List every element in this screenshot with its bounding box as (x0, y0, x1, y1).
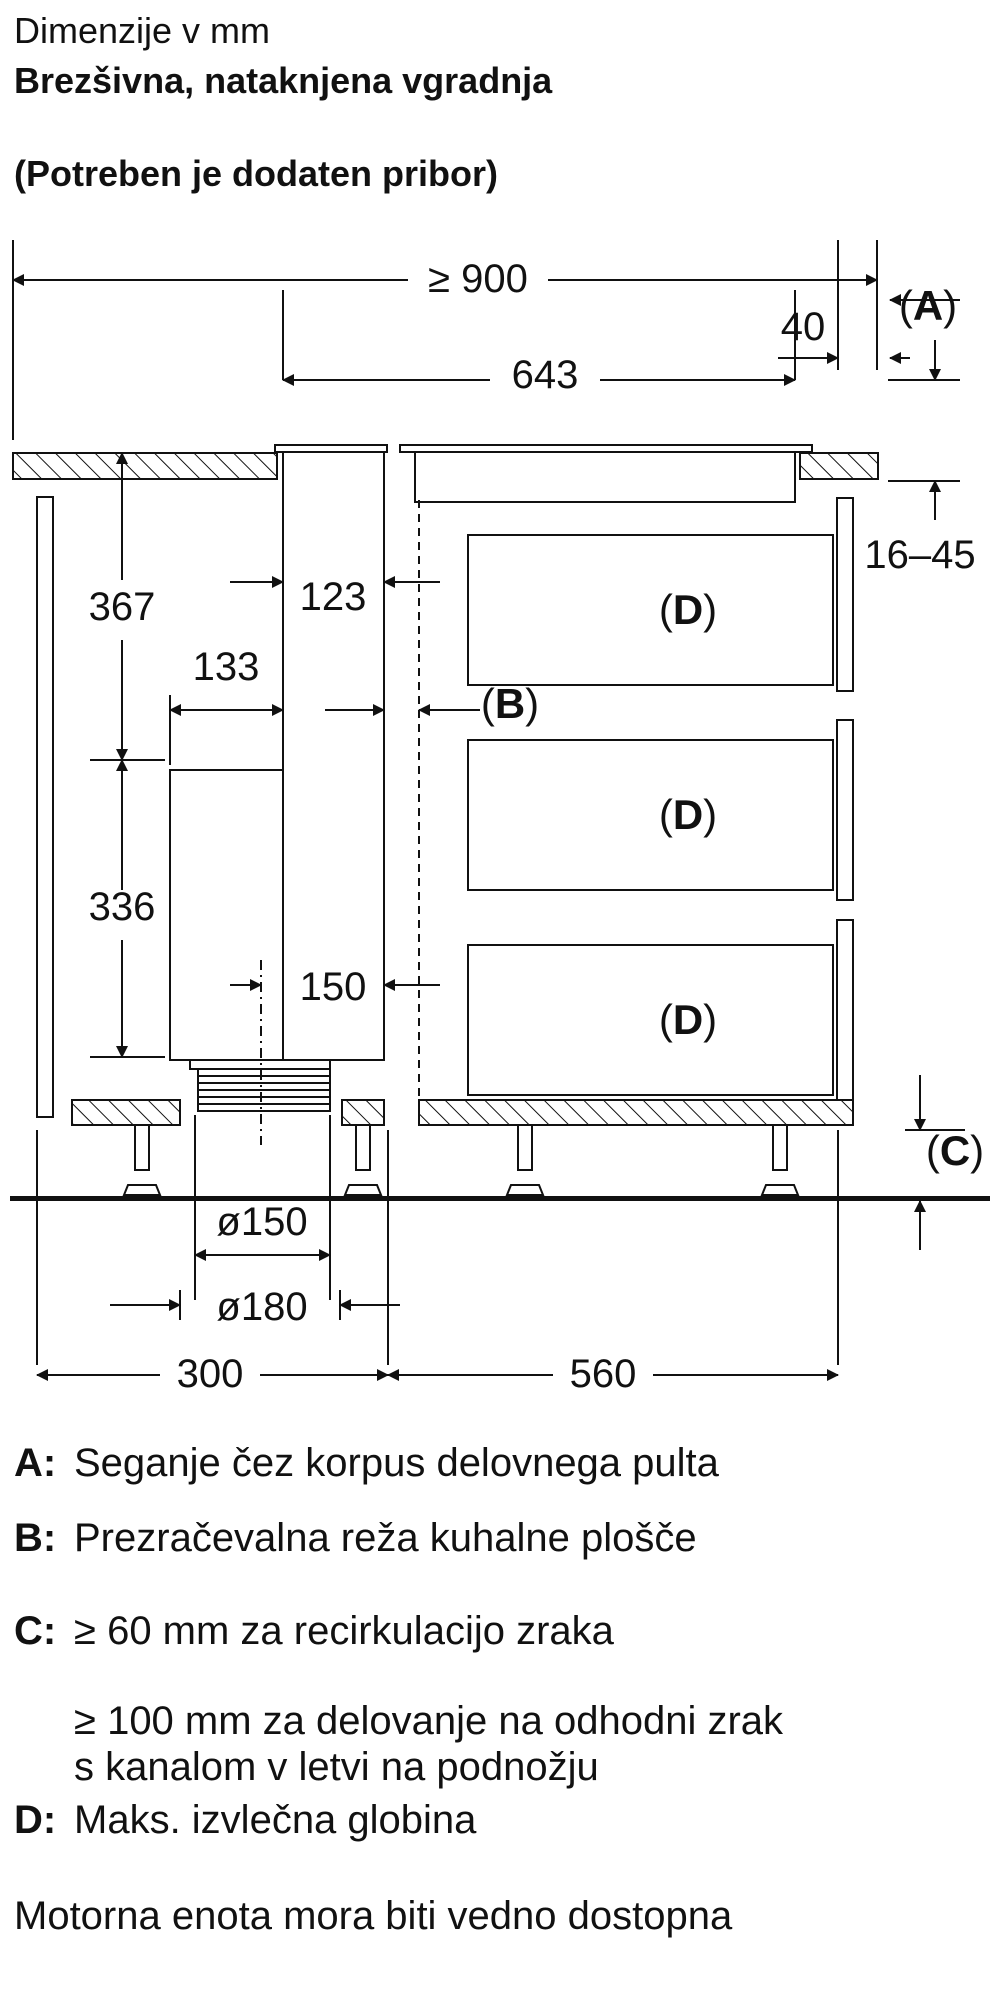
dim-total-width: ≥ 900 (428, 257, 528, 301)
drawers (467, 497, 854, 1118)
legend-key-b: B: (14, 1516, 57, 1560)
legend-text-c-2: ≥ 100 mm za delovanje na odhodni zrak (74, 1699, 784, 1743)
dim-cooktop-width: 643 (512, 353, 579, 397)
legend-key-a: A: (14, 1441, 57, 1485)
dim-133: 133 (193, 645, 260, 689)
units-caption: Dimenzije v mm (14, 10, 271, 51)
drawer-label-d: (D) (659, 586, 717, 633)
worktop (12, 452, 879, 480)
dim-diameter-180: ø180 (216, 1285, 307, 1329)
legend-text-b: Prezračevalna reža kuhalne plošče (74, 1516, 697, 1560)
dim-16-45: 16–45 (864, 533, 975, 577)
plinth-and-feet (10, 1099, 990, 1201)
installation-drawing: ≥ 900 643 40 16–45 367 336 133 123 150 ø… (10, 240, 990, 1396)
drawer-label-d: (D) (659, 791, 717, 838)
extraction-duct (282, 451, 385, 1061)
dim-300: 300 (177, 1352, 244, 1396)
legend-a: A: Seganje čez korpus delovnega pulta (14, 1440, 719, 1486)
legend-key-d: D: (14, 1798, 57, 1842)
extension-lines (12, 240, 965, 1365)
legend-c: C: ≥ 60 mm za recirkulacijo zraka (14, 1608, 614, 1654)
legend-text-c: ≥ 60 mm za recirkulacijo zraka (74, 1609, 614, 1653)
legend-b: B: Prezračevalna reža kuhalne plošče (14, 1515, 697, 1561)
legend-text-a: Seganje čez korpus delovnega pulta (74, 1441, 719, 1485)
footer-note: Motorna enota mora biti vedno dostopna (14, 1894, 733, 1938)
callout-a: (A) (899, 282, 957, 329)
installation-title: Brezšivna, nataknjena vgradnja (14, 60, 553, 101)
dim-150: 150 (300, 965, 367, 1009)
dim-336: 336 (89, 885, 156, 929)
drawer-label-d: (D) (659, 996, 717, 1043)
dim-560: 560 (570, 1352, 637, 1396)
cooktop (274, 444, 813, 503)
legend-d: D: Maks. izvlečna globina (14, 1797, 476, 1843)
callout-b: (B) (481, 680, 539, 727)
dim-123: 123 (300, 575, 367, 619)
dim-diameter-150: ø150 (216, 1200, 307, 1244)
legend-key-c: C: (14, 1609, 57, 1653)
legend-text-c-3: s kanalom v letvi na podnožju (74, 1745, 599, 1789)
legend-text-d: Maks. izvlečna globina (74, 1798, 477, 1842)
dim-367: 367 (89, 585, 156, 629)
legend-c-extra: ≥ 100 mm za delovanje na odhodni zrak s … (14, 1698, 783, 1790)
accessory-note: (Potreben je dodaten pribor) (14, 153, 499, 194)
callout-c: (C) (926, 1127, 984, 1174)
cabinet-side-panel (36, 496, 54, 1118)
dim-40: 40 (781, 305, 826, 349)
motor-unit (169, 769, 331, 1145)
